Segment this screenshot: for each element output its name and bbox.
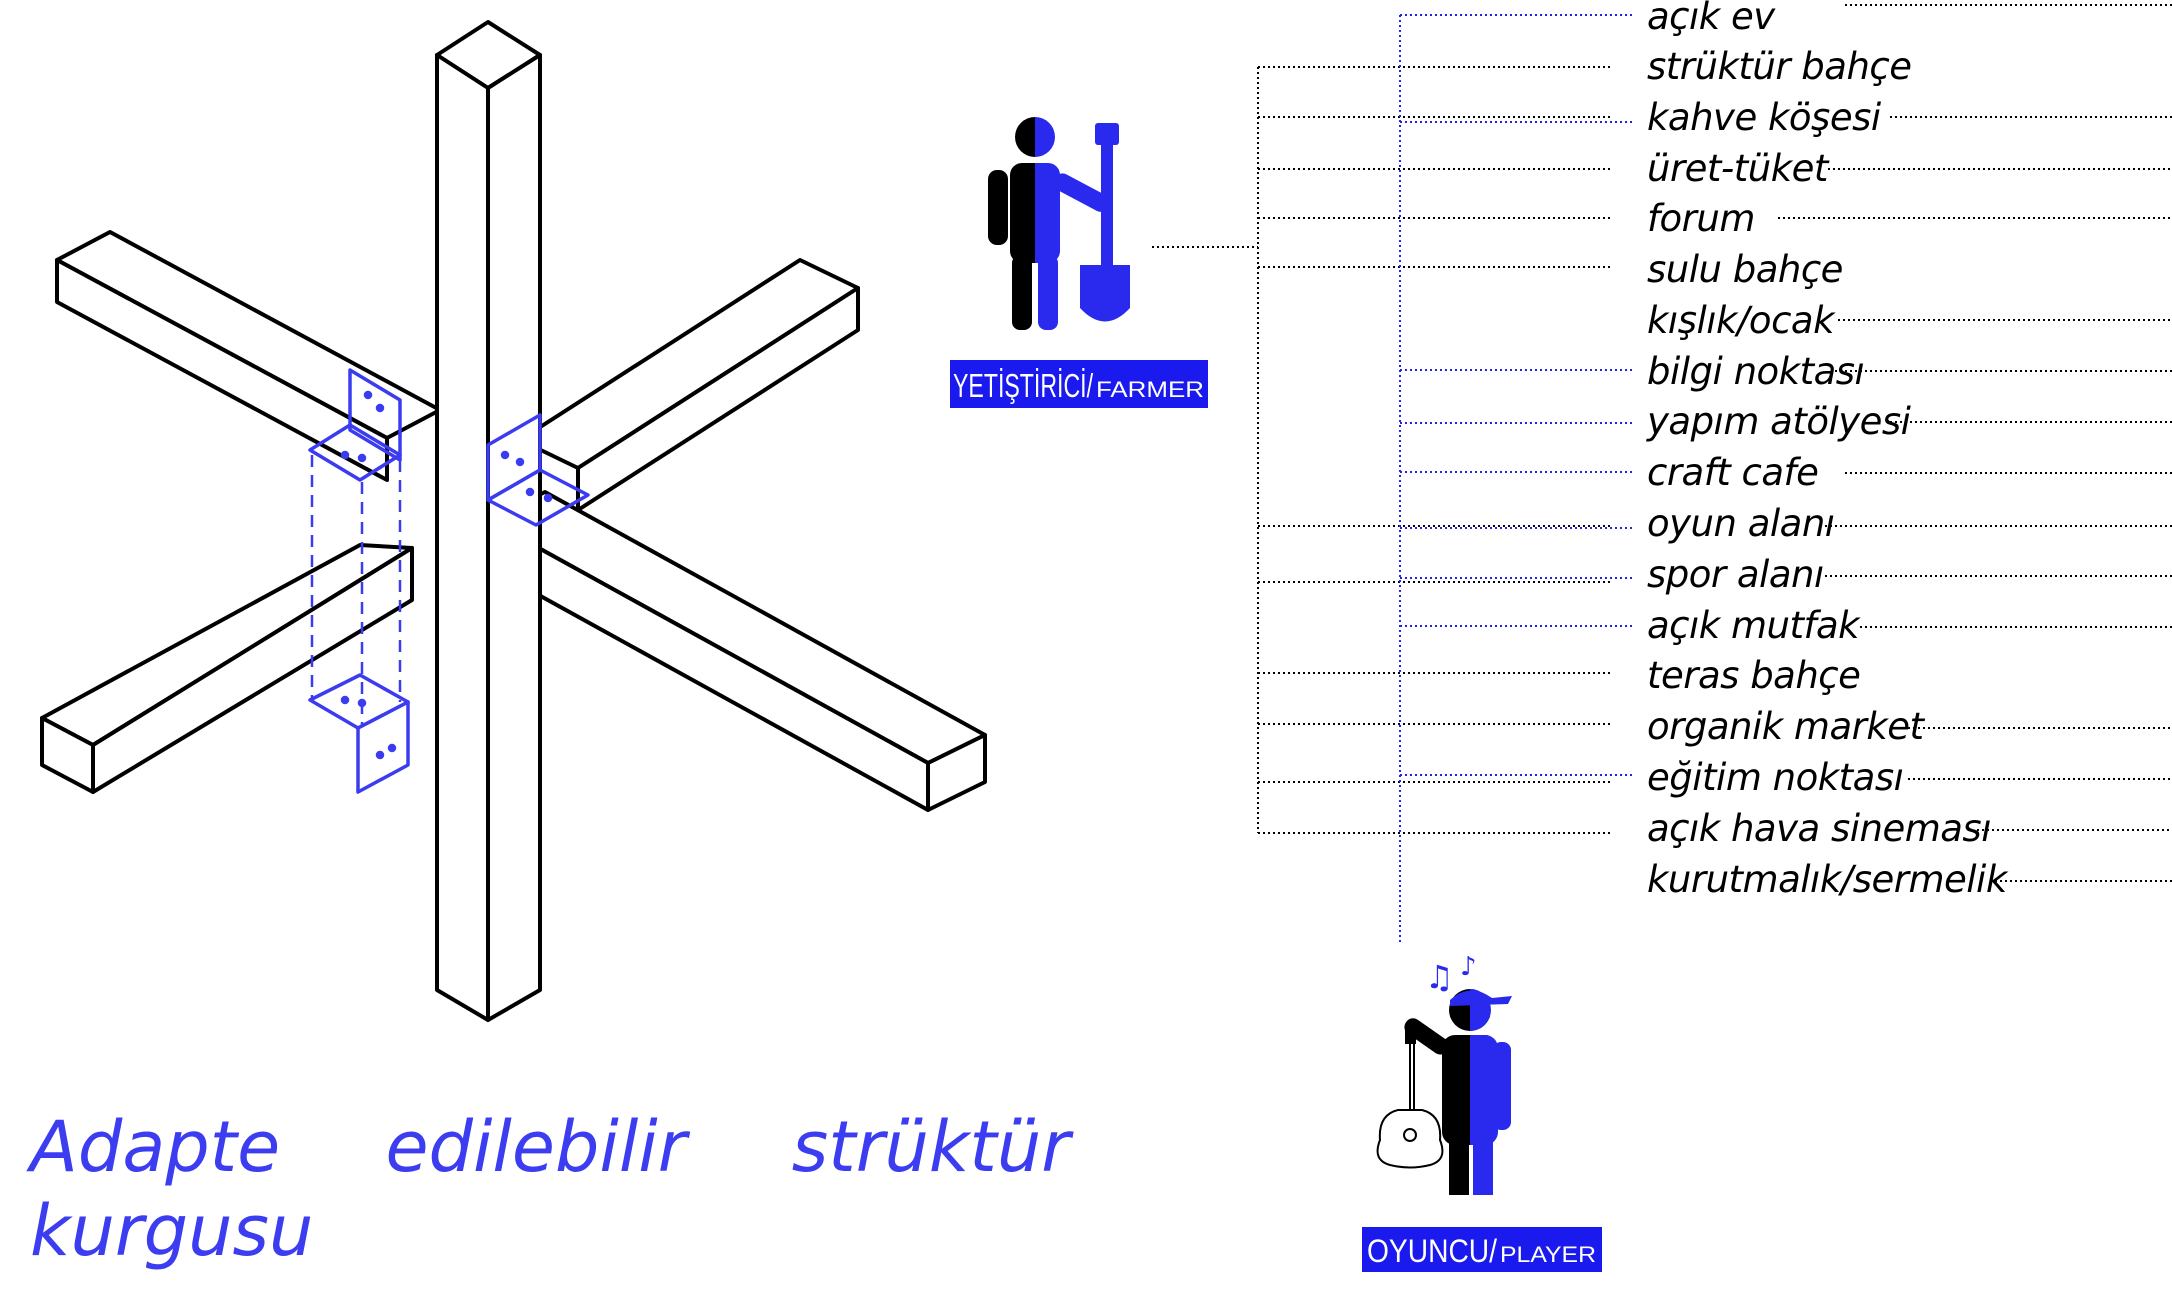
function-label: strüktür bahçe xyxy=(1647,45,1912,88)
farmer-leaders xyxy=(1152,66,1613,834)
player-leaders xyxy=(1399,14,1635,945)
arm-upper-right xyxy=(518,258,860,512)
function-label: sulu bahçe xyxy=(1647,248,1843,291)
function-label: kahve köşesi xyxy=(1647,96,1882,139)
bracket-upper-left xyxy=(308,368,402,482)
structure-drawing xyxy=(40,20,987,1022)
cap-icon xyxy=(1450,990,1512,1006)
function-label: açık mutfak xyxy=(1647,604,1861,647)
right-leaders xyxy=(1778,4,2172,882)
function-label: bilgi noktası xyxy=(1647,350,1864,393)
music-notes-icon: ♫ ♪ xyxy=(1425,952,1477,996)
function-label: teras bahçe xyxy=(1647,654,1860,697)
column xyxy=(435,20,542,1022)
bracket-center-right xyxy=(486,413,590,527)
function-label: organik market xyxy=(1647,705,1926,748)
function-label: eğitim noktası xyxy=(1647,756,1903,799)
svg-text:♪: ♪ xyxy=(1460,952,1477,982)
farmer-figure-icon xyxy=(988,117,1130,330)
function-label: kışlık/ocak xyxy=(1647,299,1836,342)
role-farmer-sub: FARMER xyxy=(1096,377,1204,402)
function-label: kurutmalık/sermelik xyxy=(1647,858,2009,901)
svg-text:♫: ♫ xyxy=(1425,958,1454,996)
function-label: üret-tüket xyxy=(1647,147,1830,190)
shovel-icon xyxy=(1080,123,1130,322)
function-label: açık ev xyxy=(1647,0,1776,38)
bracket-lower xyxy=(308,673,410,794)
function-label: spor alanı xyxy=(1647,553,1824,596)
bracket-guides xyxy=(310,455,402,727)
role-badge-farmer: YETİŞTİRİCİ/ FARMER xyxy=(950,360,1208,408)
guitar-icon xyxy=(1376,1024,1444,1169)
role-badge-player: OYUNCU/ PLAYER xyxy=(1362,1227,1602,1272)
arm-lower-left xyxy=(40,543,414,794)
role-player-main: OYUNCU/ xyxy=(1367,1233,1497,1269)
function-label: craft cafe xyxy=(1647,451,1818,494)
function-label: yapım atölyesi xyxy=(1646,400,1912,443)
function-list: açık ev strüktür bahçe kahve köşesi üret… xyxy=(1646,0,2009,901)
role-player-sub: PLAYER xyxy=(1500,1242,1596,1267)
function-label: oyun alanı xyxy=(1647,502,1835,545)
connector-brackets xyxy=(308,368,590,794)
role-farmer-main: YETİŞTİRİCİ/ xyxy=(953,367,1094,404)
function-label: forum xyxy=(1647,197,1755,240)
player-figure-icon: ♫ ♪ xyxy=(1376,952,1512,1195)
caption-title: Adapte edilebilir strüktür kurgusu xyxy=(30,1106,1070,1272)
function-label: açık hava sineması xyxy=(1647,807,1991,850)
arm-lower-right xyxy=(486,490,987,812)
